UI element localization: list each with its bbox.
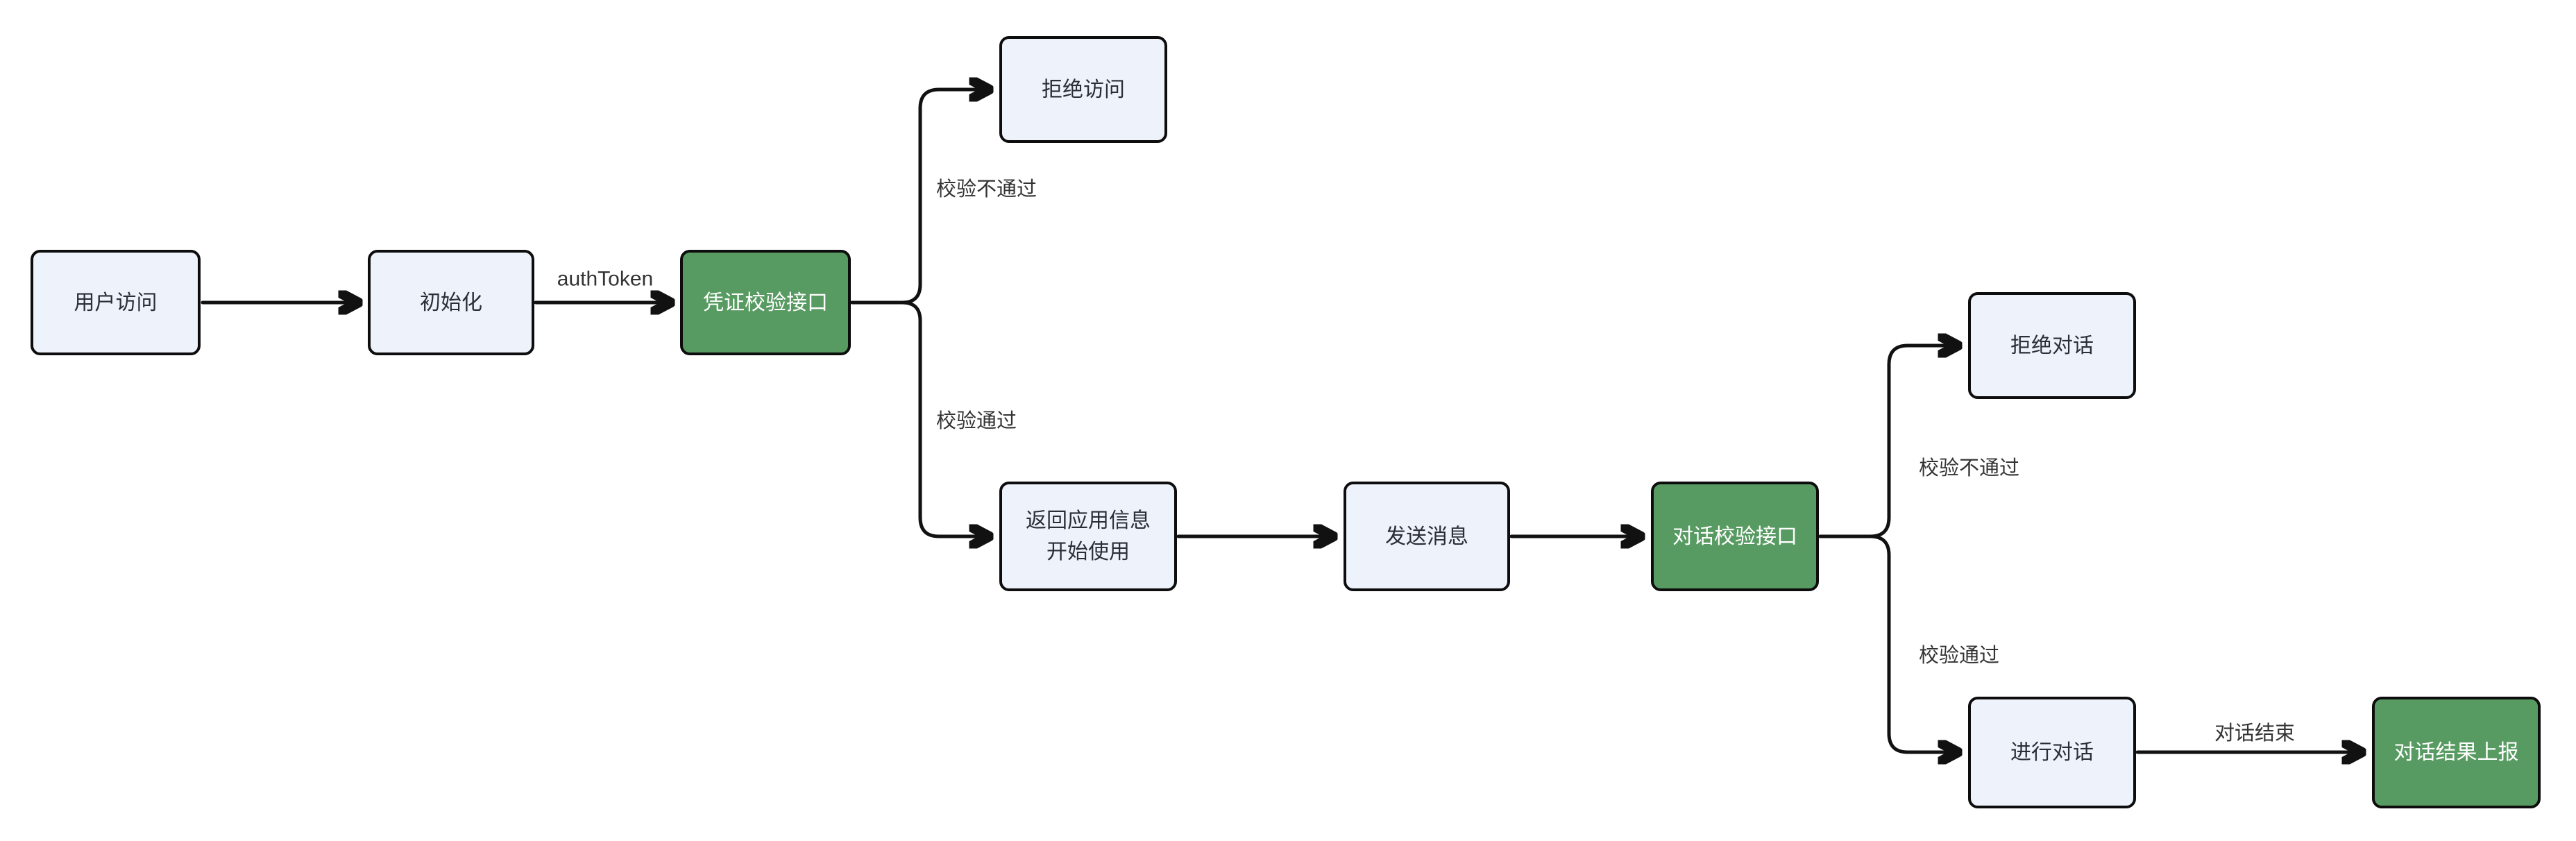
- node-return-info: 返回应用信息 开始使用: [999, 482, 1177, 591]
- node-deny-access: 拒绝访问: [999, 36, 1167, 143]
- node-send-msg-label: 发送消息: [1385, 525, 1468, 548]
- edge-cred-check-to-deny-access: [850, 90, 988, 305]
- edge-label-dialog-fail: 校验不通过: [1919, 457, 2020, 480]
- node-user-access: 用户访问: [31, 250, 201, 355]
- node-deny-access-label: 拒绝访问: [1042, 78, 1125, 101]
- node-dialog-check-label: 对话校验接口: [1672, 525, 1797, 548]
- node-deny-dialog-label: 拒绝对话: [2010, 334, 2094, 357]
- node-report-label: 对话结果上报: [2393, 741, 2519, 764]
- edge-label-cred-pass: 校验通过: [936, 410, 1017, 433]
- node-return-info-label: 返回应用信息 开始使用: [1026, 509, 1151, 563]
- node-cred-check: 凭证校验接口: [680, 250, 851, 355]
- node-user-access-label: 用户访问: [74, 291, 158, 314]
- node-report: 对话结果上报: [2372, 697, 2541, 808]
- edge-label-dialog-pass: 校验通过: [1919, 645, 2000, 668]
- edge-label-dialog-end: 对话结束: [2214, 722, 2296, 745]
- node-deny-dialog: 拒绝对话: [1968, 292, 2136, 399]
- edge-dialog-check-to-deny-dialog: [1818, 346, 1957, 538]
- edge-cred-check-to-return-info: [850, 300, 988, 536]
- node-init-label: 初始化: [420, 291, 482, 314]
- node-do-dialog-label: 进行对话: [2010, 741, 2094, 764]
- edge-dialog-check-to-do-dialog: [1818, 534, 1957, 752]
- node-send-msg: 发送消息: [1344, 482, 1510, 591]
- node-cred-check-label: 凭证校验接口: [703, 291, 828, 314]
- node-dialog-check: 对话校验接口: [1651, 482, 1819, 591]
- edge-label-authtoken: authToken: [557, 267, 654, 291]
- node-do-dialog: 进行对话: [1968, 697, 2136, 808]
- node-init: 初始化: [368, 250, 534, 355]
- edge-label-cred-fail: 校验不通过: [936, 178, 1037, 201]
